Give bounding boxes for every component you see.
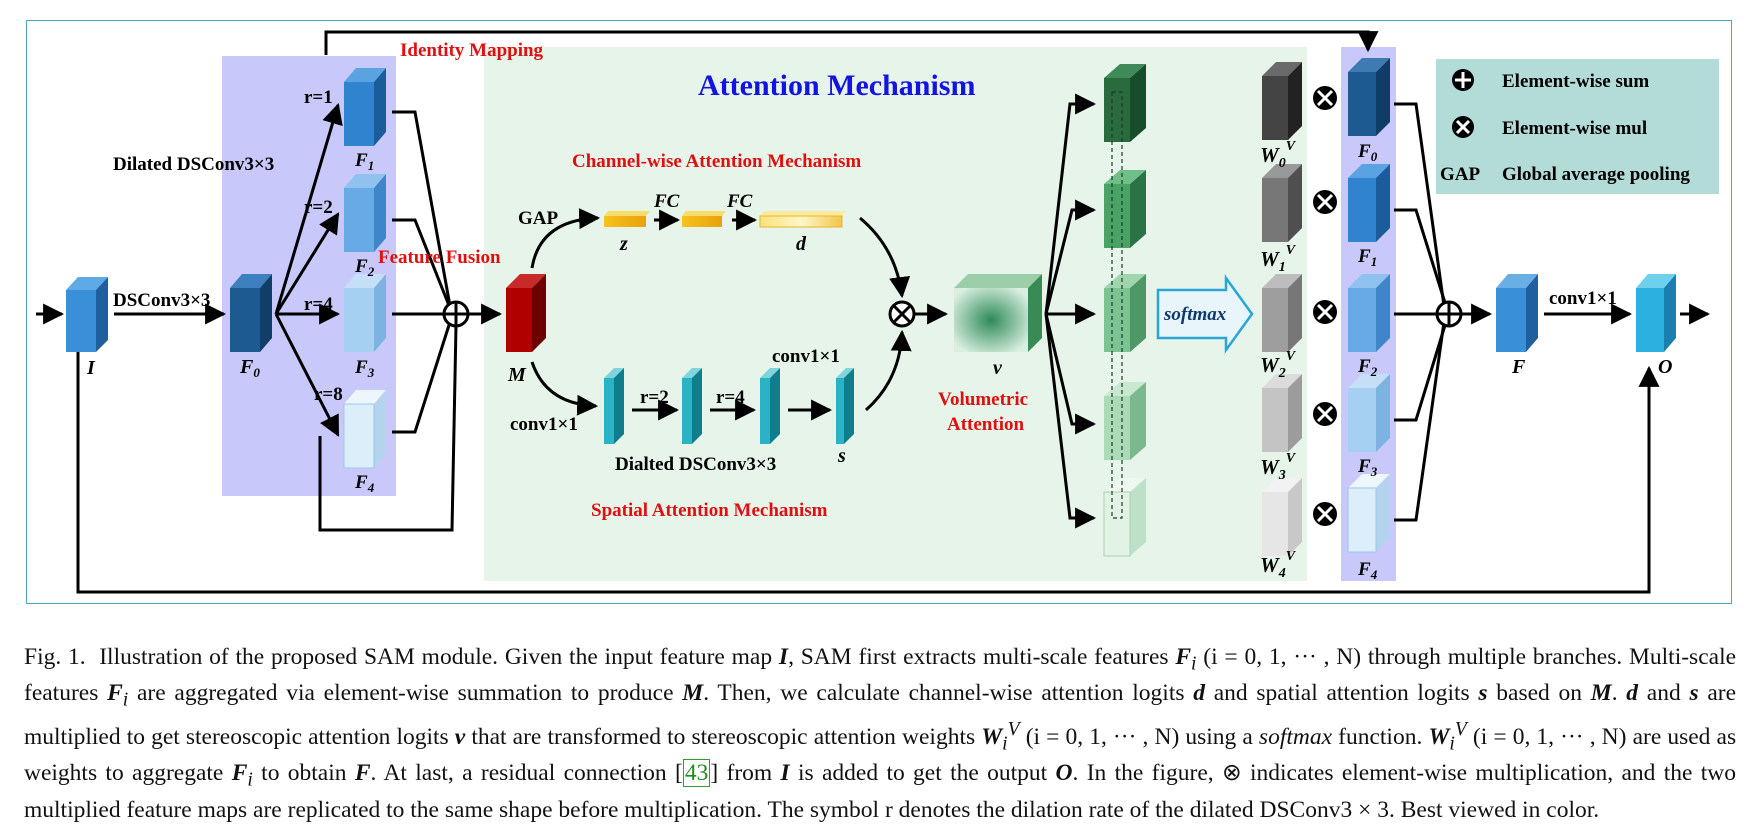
dsconv-label: DSConv3×3: [113, 290, 210, 311]
label-s: s: [837, 445, 846, 467]
label-r2: r=2: [304, 197, 333, 218]
cube-O: [1636, 274, 1676, 352]
slice-dashed-guides: [1111, 91, 1123, 519]
weight-cube-3: [1262, 374, 1302, 452]
cube-F1: [344, 68, 386, 146]
attention-slice-2: [1104, 274, 1146, 352]
label-F0: F0: [239, 356, 260, 380]
label-d: d: [796, 233, 807, 255]
branch-arrows: [274, 102, 343, 437]
label-F: F: [1511, 356, 1526, 378]
label-I: I: [86, 357, 96, 379]
cube-v: [954, 274, 1042, 352]
mul-node-weights: [1313, 86, 1337, 526]
gap-arrow: [530, 208, 601, 269]
bar-fc: [682, 211, 726, 227]
spatial-slab-2: [682, 368, 702, 444]
identity-mapping-arrow: [324, 30, 1379, 55]
conv1x1-arrow: [530, 361, 599, 416]
label-r8: r=8: [314, 384, 343, 405]
mul-node-attention: [888, 300, 916, 328]
conv1x1-label-a: conv1×1: [510, 414, 578, 435]
label-z: z: [619, 233, 628, 255]
channel-attention-label: Channel-wise Attention Mechanism: [572, 151, 861, 172]
v-to-slices-arrows: [1044, 93, 1097, 529]
spatial-slab-3: [760, 368, 780, 444]
legend-sum-icon: [1452, 69, 1474, 91]
feature-fusion-label: Feature Fusion: [378, 247, 501, 268]
legend-mul-icon: [1452, 116, 1474, 138]
attention-slice-0: [1104, 64, 1146, 142]
out-cube-F3: [1348, 374, 1390, 452]
conv1x1-out-label: conv1×1: [1549, 288, 1617, 309]
weight-cube-2: [1262, 274, 1302, 352]
dialted-dsconv-label: Dialted DSConv3×3: [615, 454, 776, 475]
figure-caption: Fig. 1. Illustration of the proposed SAM…: [24, 644, 1737, 823]
identity-mapping-label: Identity Mapping: [400, 40, 544, 61]
fc2-label: FC: [726, 191, 753, 212]
out-cube-F1: [1348, 164, 1390, 242]
aggregate-lines: [1394, 102, 1448, 522]
label-O: O: [1658, 356, 1672, 378]
weight-cube-0: [1262, 62, 1302, 140]
attention-slice-1: [1104, 170, 1146, 248]
spatial-to-mul-arrow: [865, 329, 912, 412]
cube-F0: [230, 274, 272, 352]
residual-connection-arrow: [76, 352, 1660, 594]
out-cube-F0: [1348, 58, 1390, 136]
out-cube-F2: [1348, 274, 1390, 352]
out-cube-F4: [1347, 474, 1390, 553]
spatial-slab-1: [604, 368, 624, 444]
citation-link[interactable]: 43: [682, 759, 711, 788]
cube-I: [66, 277, 108, 352]
fc1-label: FC: [653, 191, 680, 212]
legend-sum-label: Element-wise sum: [1502, 71, 1649, 92]
dilated-dsconv-label: Dilated DSConv3×3: [113, 154, 274, 175]
cube-F3: [344, 274, 386, 352]
sum-node-fusion: [442, 300, 470, 328]
weight-cube-4: [1262, 478, 1302, 556]
label-r1: r=1: [304, 87, 333, 108]
bar-z: [604, 211, 650, 227]
conv1x1-label-b: conv1×1: [772, 346, 840, 367]
cube-F: [1496, 274, 1538, 352]
softmax-label: softmax: [1163, 304, 1227, 325]
sum-node-aggregate: [1435, 300, 1463, 328]
sp-r4-label: r=4: [716, 387, 745, 408]
volumetric-label-1: Volumetric: [938, 389, 1028, 410]
fusion-lines: [318, 110, 458, 532]
label-M: M: [507, 364, 527, 386]
cube-F4: [343, 390, 386, 469]
sam-diagram: Identity Mapping I DSConv3×3 F0 Dilated …: [36, 30, 1719, 594]
spatial-slab-s: [836, 368, 854, 444]
legend-gap-key: GAP: [1440, 164, 1481, 185]
label-v: v: [993, 357, 1003, 379]
legend-box: [1436, 59, 1719, 194]
attention-slice-3: [1104, 382, 1146, 460]
weight-cube-1: [1262, 164, 1302, 242]
cube-M: [506, 274, 546, 352]
spatial-attention-label: Spatial Attention Mechanism: [591, 500, 828, 521]
channel-to-mul-arrow: [859, 216, 911, 299]
sp-r2-label: r=2: [640, 387, 669, 408]
cube-F2: [344, 174, 386, 252]
attention-slice-4: [1103, 478, 1146, 557]
label-r4: r=4: [304, 294, 333, 315]
legend-gap-label: Global average pooling: [1502, 164, 1690, 185]
gap-label: GAP: [518, 208, 559, 229]
volumetric-label-2: Attention: [947, 414, 1024, 435]
legend-mul-label: Element-wise mul: [1502, 118, 1647, 139]
attention-mechanism-title: Attention Mechanism: [698, 69, 975, 102]
bar-d: [759, 211, 846, 228]
softmax-arrow: [1156, 274, 1254, 354]
